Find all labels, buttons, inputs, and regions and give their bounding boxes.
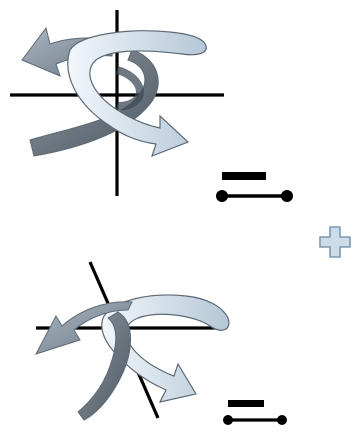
bottom-glyph-left-dot [223,415,233,425]
top-glyph-left-dot [216,190,228,202]
bottom-panel [36,262,287,425]
top-segment-glyph [216,172,293,202]
plus-icon [320,227,350,257]
bottom-glyph-bar [228,400,264,407]
bottom-segment-glyph [223,400,287,425]
top-panel [10,10,293,202]
top-glyph-bar [222,172,266,180]
bottom-glyph-right-dot [277,415,287,425]
top-glyph-right-dot [281,190,293,202]
